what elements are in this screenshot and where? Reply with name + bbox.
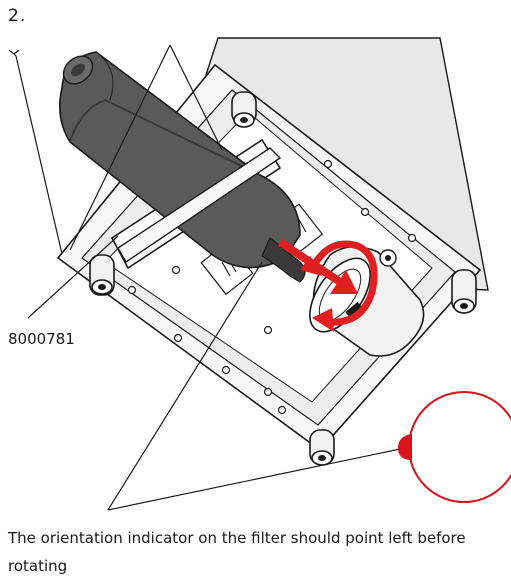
caption-leader-right xyxy=(107,447,406,511)
top-leader-left xyxy=(69,44,171,251)
arrow-right-icon xyxy=(277,238,358,294)
step-leader xyxy=(13,53,63,255)
retaining-bracket xyxy=(117,147,282,264)
step-number: 2. xyxy=(8,6,27,26)
frame-screws xyxy=(127,159,417,415)
top-leader-right xyxy=(169,44,223,151)
part-number-label: 8000781 xyxy=(8,330,75,348)
frame-feet xyxy=(89,91,477,466)
red-circle-indicator xyxy=(398,391,511,503)
caption-leader-left xyxy=(107,261,263,511)
leader-lines xyxy=(8,44,406,511)
figure-caption: The orientation indicator on the filter … xyxy=(8,529,466,575)
part-leader xyxy=(27,235,119,319)
